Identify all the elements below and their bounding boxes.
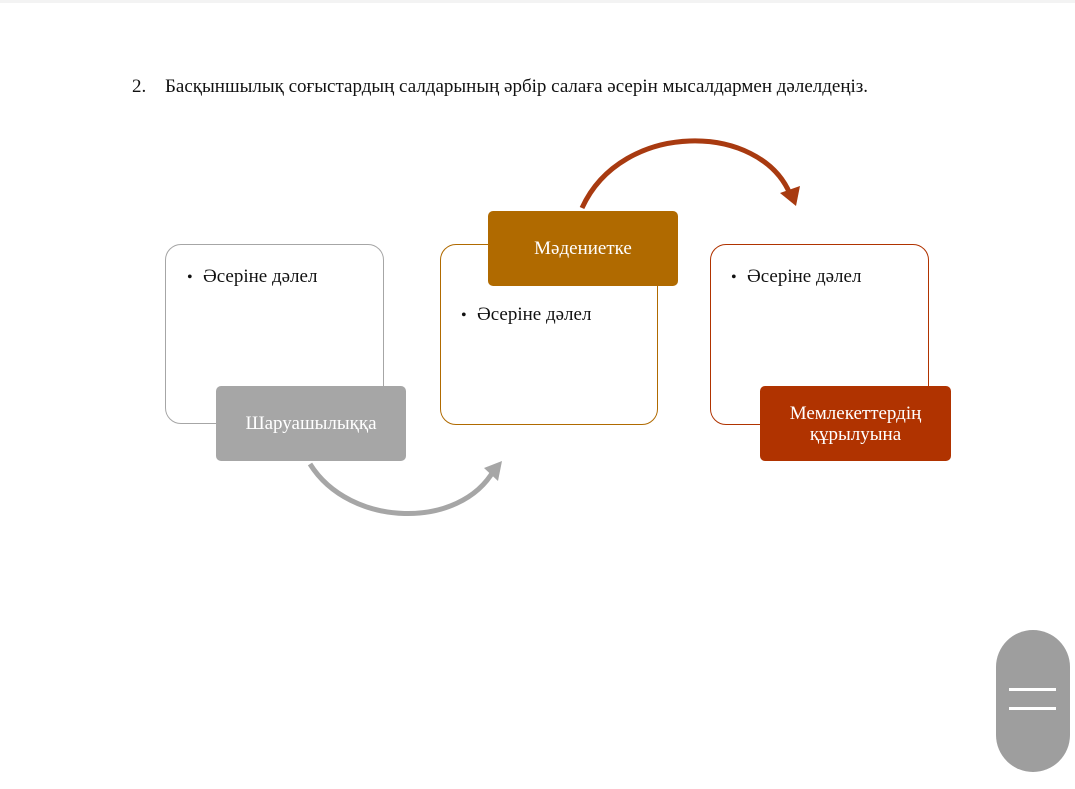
step-1-label-text: Шаруашылыққа	[245, 413, 377, 434]
task-number: 2.	[132, 76, 147, 97]
arrow-head-2-to-3	[780, 186, 800, 206]
bullet-dot: •	[187, 269, 193, 286]
step-3-label-line-2: құрылуына	[809, 423, 902, 445]
step-3-bullet: • Әсеріне дәлел	[731, 266, 861, 288]
bullet-dot: •	[731, 269, 737, 286]
top-divider	[0, 0, 1075, 3]
step-1-bullet: • Әсеріне дәлел	[187, 266, 317, 288]
step-label-1: Шаруашылыққа	[216, 386, 406, 461]
step-label-2: Мәдениетке	[488, 211, 678, 286]
arrow-shaft-1-to-2	[307, 462, 497, 516]
task-text: Басқыншылық соғыстардың салдарының әрбір…	[165, 76, 869, 97]
step-card-1: • Әсеріне дәлел	[165, 244, 384, 424]
bullet-dot: •	[461, 307, 467, 324]
arrow-head-1-to-2	[484, 461, 502, 481]
task-heading: 2. Басқыншылық соғыстардың салдарының әрб…	[132, 76, 1032, 98]
step-2-bullet: • Әсеріне дәлел	[461, 304, 591, 326]
step-2-bullet-text: Әсеріне дәлел	[477, 304, 592, 325]
step-2-label-text: Мәдениетке	[534, 238, 632, 259]
step-3-bullet-text: Әсеріне дәлел	[747, 266, 862, 287]
step-1-bullet-text: Әсеріне дәлел	[203, 266, 318, 287]
step-label-3: Мемлекеттердің құрылуына	[760, 386, 951, 461]
step-3-label-line-1: Мемлекеттердің	[789, 402, 922, 424]
arrow-shaft-2-to-3	[579, 138, 793, 210]
floating-scroll-handle[interactable]	[996, 630, 1070, 772]
